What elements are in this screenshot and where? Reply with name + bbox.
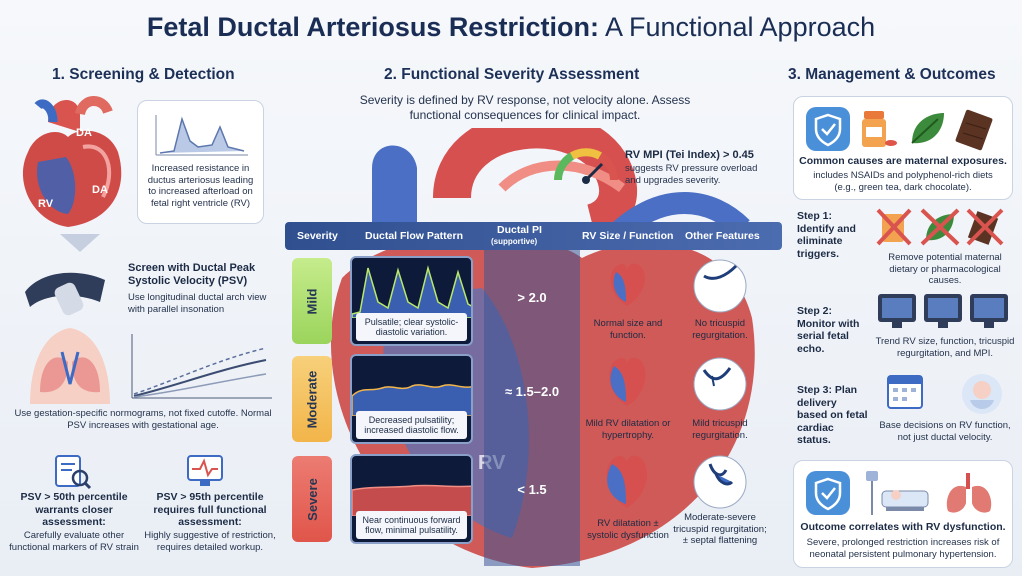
pi-value-mild: > 2.0	[517, 290, 547, 305]
step3-title: Step 3: Plan delivery based on fetal car…	[797, 384, 868, 446]
causes-panel: Common causes are maternal exposures. in…	[793, 96, 1013, 200]
lungs-icon	[946, 473, 992, 513]
echo-monitors-icons	[878, 294, 1008, 328]
psv-50-desc: Carefully evaluate other functional mark…	[9, 530, 139, 553]
fetal-torso-illustration	[30, 328, 110, 404]
header-pi-sub: (supportive)	[491, 237, 538, 246]
causes-title: Common causes are maternal exposures.	[799, 155, 1007, 167]
doppler-mini-chart	[155, 115, 248, 156]
severity-tab-moderate: Moderate	[292, 356, 332, 442]
severity-table-header: Severity Ductal Flow Pattern Ductal PI (…	[285, 222, 782, 250]
other-text-mild: No tricuspid regurgitation.	[692, 318, 748, 341]
flow-waveform-mild: Pulsatile; clear systolic-diastolic vari…	[350, 256, 473, 346]
section-heading-management: 3. Management & Outcomes	[788, 66, 996, 83]
other-text-severe: Moderate-severe tricuspid regurgitation;…	[673, 512, 767, 546]
tricuspid-severe-icon	[693, 455, 747, 509]
heart-illustration	[22, 96, 122, 227]
heart-label-rv: RV	[38, 198, 54, 210]
step2-title: Step 2: Monitor with serial fetal echo.	[797, 305, 860, 355]
shield-check-icon	[806, 471, 850, 515]
flow-waveform-severe: Near continuous forward flow, minimal pu…	[350, 454, 473, 544]
rv-text-mild: Normal size and function.	[593, 318, 663, 341]
incubator-icon	[866, 471, 929, 515]
page-title: Fetal Ductal Arteriosus Restriction: A F…	[146, 12, 876, 42]
header-rv: RV Size / Function	[582, 230, 674, 242]
chocolate-icon	[955, 109, 993, 151]
calendar-baby-icons	[887, 374, 1002, 414]
flow-caption-mild: Pulsatile; clear systolic-diastolic vari…	[356, 313, 467, 341]
pi-value-severe: < 1.5	[517, 482, 547, 497]
psv-95-title: PSV > 95th percentile requires full func…	[153, 491, 267, 528]
header-severity: Severity	[297, 230, 338, 242]
mpi-title: RV MPI (Tei Index) > 0.45	[625, 149, 754, 161]
afterload-callout: Increased resistance in ductus arteriosu…	[137, 100, 264, 224]
step2-desc: Trend RV size, function, tricuspid regur…	[875, 336, 1015, 359]
severity-tab-severe: Severe	[292, 456, 332, 542]
severity-intro: Severity is defined by RV response, not …	[359, 93, 691, 122]
outcome-panel: Outcome correlates with RV dysfunction. …	[793, 460, 1013, 568]
other-text-moderate: Mild tricuspid regurgitation.	[692, 418, 748, 441]
header-other: Other Features	[685, 230, 760, 242]
mpi-desc: suggests RV pressure overload and upgrad…	[625, 163, 758, 186]
header-pi: Ductal PI	[497, 224, 542, 236]
psv-95-desc: Highly suggestive of restriction, requir…	[144, 530, 276, 553]
rv-heart-mild-icon	[610, 263, 645, 306]
psv-50-title: PSV > 50th percentile warrants closer as…	[20, 491, 128, 528]
flow-caption-moderate: Decreased pulsatility; increased diastol…	[356, 411, 467, 439]
ultrasound-probe-icon	[25, 272, 105, 316]
flow-waveform-moderate: Decreased pulsatility; increased diastol…	[350, 354, 473, 444]
section-heading-severity: 2. Functional Severity Assessment	[384, 66, 640, 83]
flow-caption-severe: Near continuous forward flow, minimal pu…	[356, 511, 467, 539]
outcome-title: Outcome correlates with RV dysfunction.	[800, 521, 1006, 533]
heart-label-da-2: DA	[92, 184, 108, 196]
heart-label-da: DA	[76, 127, 92, 139]
monitor-alert-icon	[187, 455, 223, 486]
pill-bottle-icon	[862, 111, 897, 147]
pi-value-moderate: ≈ 1.5–2.0	[504, 384, 560, 399]
arrow-down-icon	[60, 234, 100, 252]
rv-text-moderate: Mild RV dilatation or hypertrophy.	[585, 418, 671, 441]
rv-heart-moderate-icon	[609, 357, 646, 406]
step1-desc: Remove potential maternal dietary or pha…	[888, 252, 1002, 286]
clipboard-search-icon	[55, 455, 92, 490]
gauge-icon	[554, 148, 618, 184]
normogram-chart	[131, 334, 272, 399]
rv-heart-severe-icon	[606, 455, 648, 508]
step1-title: Step 1: Identify and eliminate triggers.	[797, 210, 856, 260]
severity-tab-mild: Mild	[292, 258, 332, 344]
shield-icon	[806, 107, 850, 151]
tea-leaf-icon	[911, 113, 944, 144]
tricuspid-mild-icon	[693, 259, 747, 313]
outcome-desc: Severe, prolonged restriction increases …	[806, 537, 1000, 560]
header-flow: Ductal Flow Pattern	[365, 230, 464, 242]
section-heading-screening: 1. Screening & Detection	[52, 66, 235, 83]
rv-text-severe: RV dilatation ± systolic dysfunction	[587, 518, 669, 541]
step3-desc: Base decisions on RV function, not just …	[879, 420, 1011, 443]
ductal-pi-column	[484, 250, 580, 566]
tricuspid-moderate-icon	[693, 357, 747, 411]
eliminate-triggers-icons	[876, 208, 1004, 246]
causes-desc: includes NSAIDs and polyphenol-rich diet…	[813, 170, 993, 193]
screen-psv-title: Screen with Ductal Peak Systolic Velocit…	[128, 262, 256, 287]
screen-psv-desc: Use longitudinal ductal arch view with p…	[128, 292, 267, 315]
normogram-note: Use gestation-specific normograms, not f…	[14, 408, 272, 431]
